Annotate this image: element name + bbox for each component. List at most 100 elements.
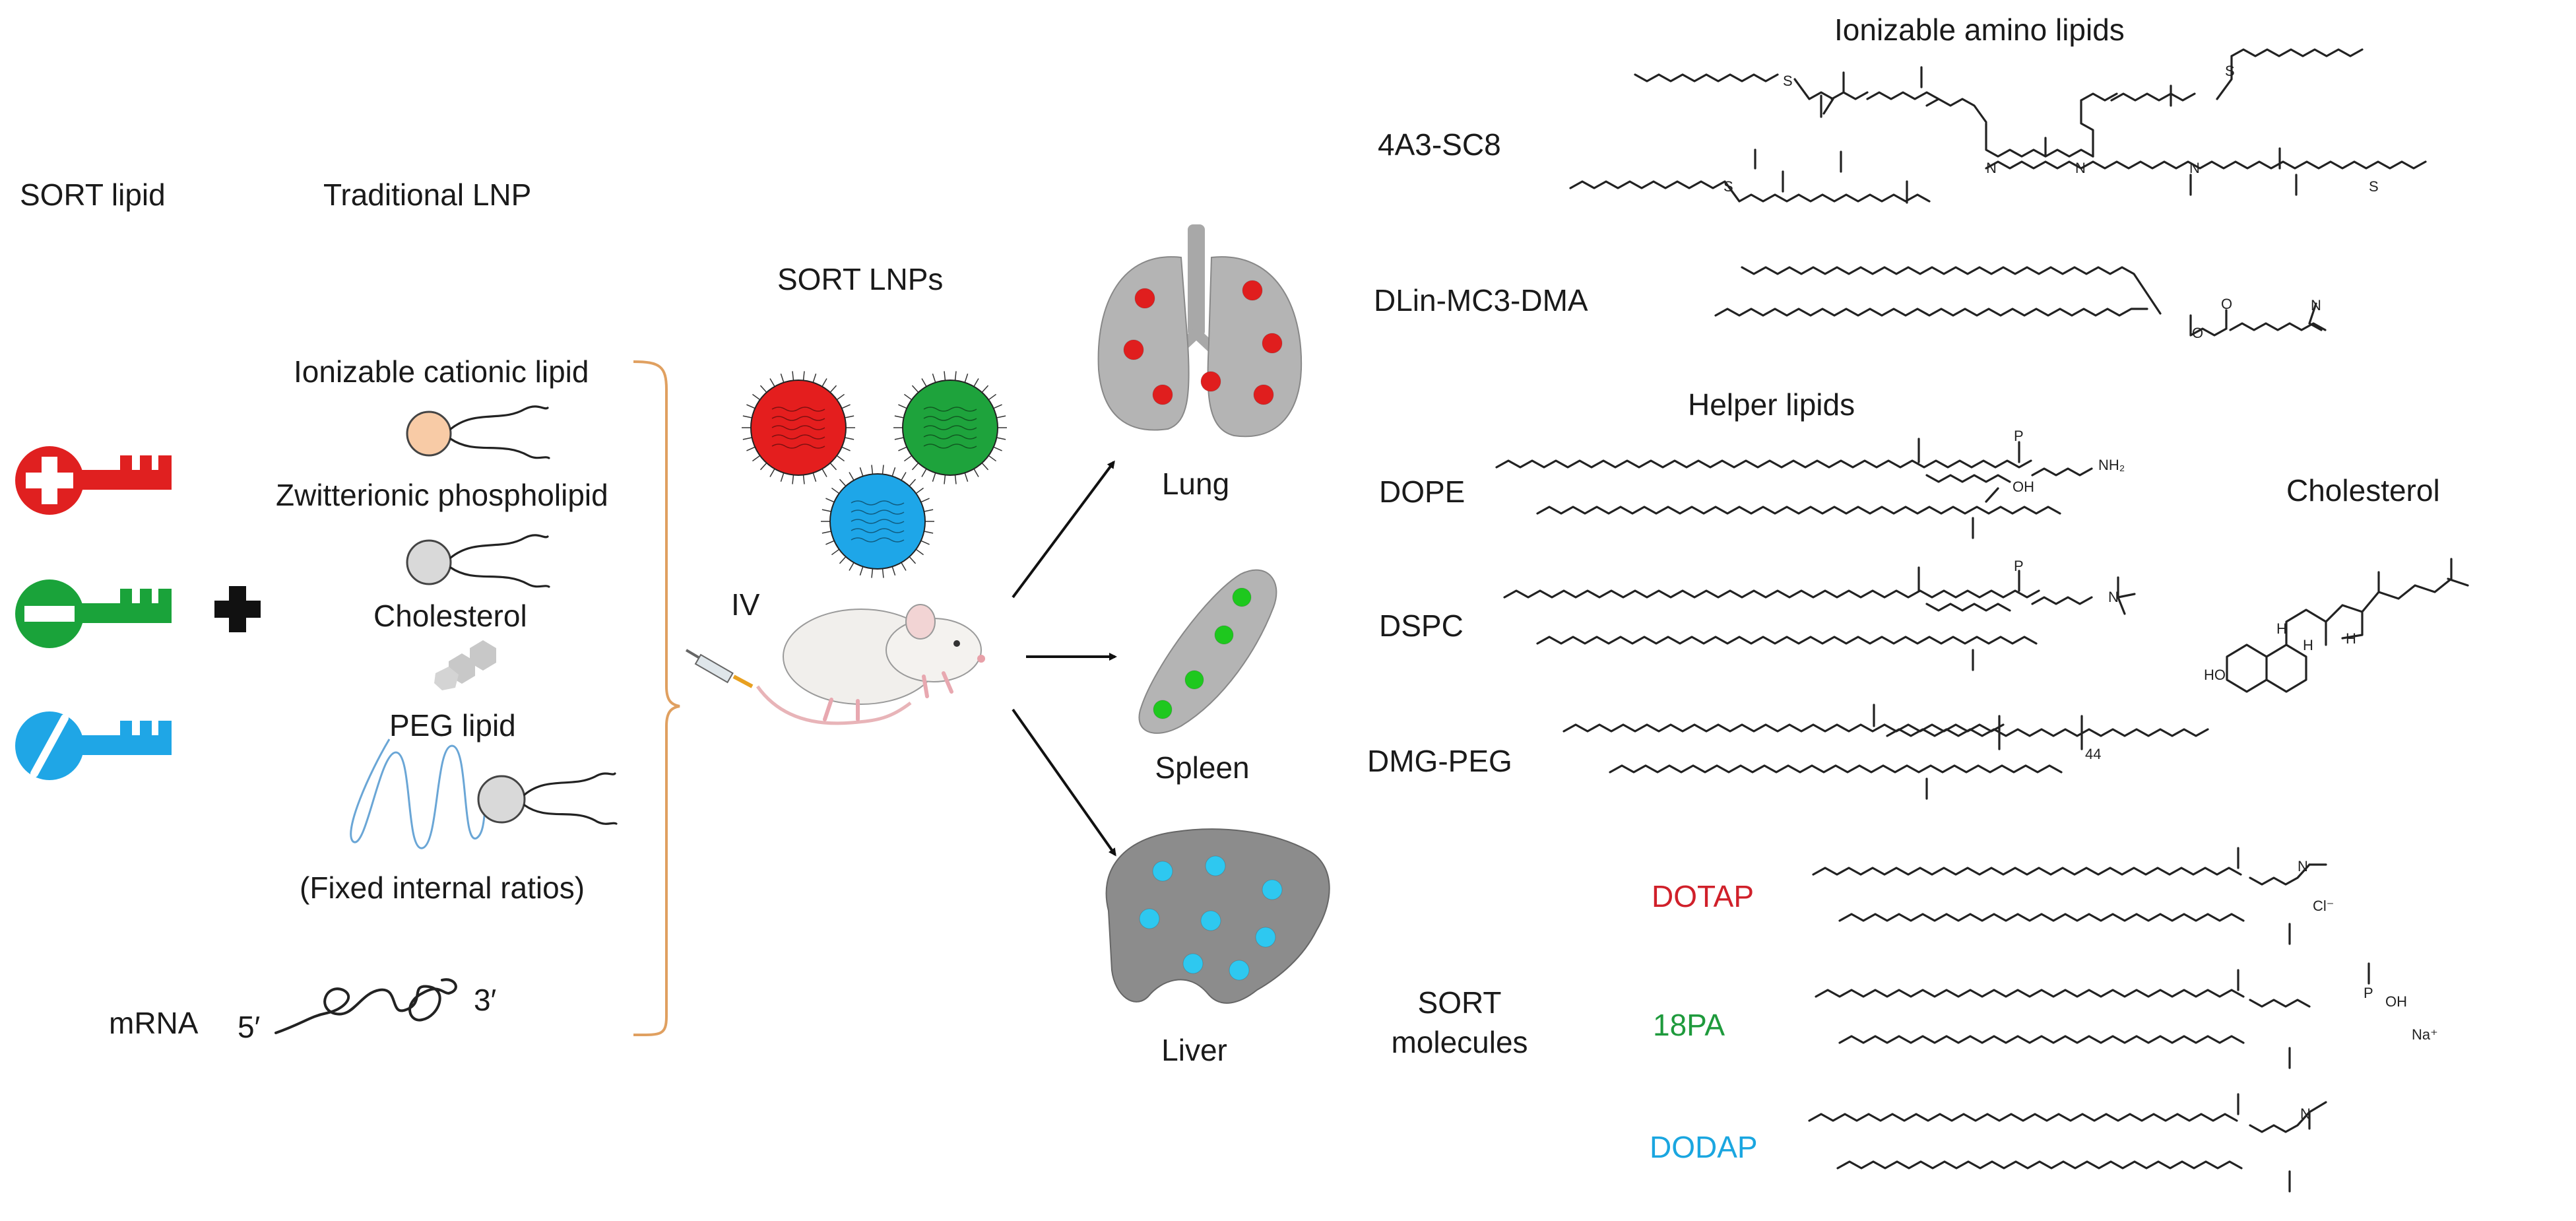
expression-spot bbox=[1182, 953, 1204, 974]
expression-spot bbox=[1184, 670, 1204, 690]
expression-spot bbox=[1153, 700, 1173, 719]
atom-h: H bbox=[2346, 630, 2356, 647]
atom-h: H bbox=[2303, 637, 2313, 653]
expression-spot bbox=[1232, 587, 1252, 607]
lipid-name-dspc: DSPC bbox=[1379, 609, 1464, 643]
route-label: IV bbox=[731, 587, 760, 622]
key-neutral-tooth bbox=[140, 721, 152, 738]
atom-n: N bbox=[2108, 589, 2119, 605]
structure-4a3-sc8: S S S S N N N bbox=[1569, 48, 2427, 204]
sort-molecule-dodap: DODAP bbox=[1650, 1130, 1758, 1164]
structure-cholesterol: HO H H H bbox=[2204, 558, 2469, 693]
plus-icon bbox=[214, 586, 261, 632]
atom-s: S bbox=[1783, 73, 1793, 89]
expression-spot bbox=[1139, 908, 1160, 929]
lipid-name-4a3-sc8: 4A3-SC8 bbox=[1378, 127, 1501, 162]
organ-label-lung: Lung bbox=[1161, 467, 1230, 501]
key-negative-icon bbox=[15, 579, 172, 648]
key-negative-shaft bbox=[79, 603, 172, 623]
key-positive-tooth bbox=[158, 455, 172, 473]
organ-label-spleen: Spleen bbox=[1155, 750, 1250, 785]
key-negative-tooth bbox=[140, 589, 152, 606]
component-label-ionizable: Ionizable cationic lipid bbox=[294, 354, 589, 389]
structure-dmg-peg: 44 bbox=[1562, 704, 2209, 800]
atom-o: O bbox=[2221, 296, 2232, 312]
expression-spot bbox=[1214, 625, 1234, 645]
lung-spots bbox=[1123, 280, 1283, 405]
peg-repeat-count: 44 bbox=[2085, 746, 2101, 762]
key-negative-tooth bbox=[120, 589, 132, 606]
atom-na: Na⁺ bbox=[2412, 1026, 2438, 1043]
grouping-bracket bbox=[633, 360, 680, 1037]
key-neutral-icon bbox=[15, 711, 172, 780]
lipid-name-dmg-peg: DMG-PEG bbox=[1367, 744, 1512, 778]
ionizable-lipid-icon bbox=[406, 405, 550, 459]
syringe-icon bbox=[685, 649, 754, 688]
atom-n: N bbox=[2300, 1106, 2311, 1122]
atom-h: H bbox=[2276, 620, 2287, 637]
key-positive-tooth bbox=[140, 455, 152, 473]
key-positive-tooth bbox=[120, 455, 132, 473]
sort-lnps-heading: SORT LNPs bbox=[777, 262, 944, 296]
expression-spot bbox=[1200, 371, 1221, 392]
nanoparticle-icon bbox=[893, 371, 1007, 484]
expression-spot bbox=[1255, 927, 1276, 948]
arrow-to-lung bbox=[1012, 460, 1115, 599]
mrna-three-prime: 3′ bbox=[474, 983, 497, 1017]
sort-molecule-18pa: 18PA bbox=[1653, 1008, 1725, 1042]
traditional-lnp-heading: Traditional LNP bbox=[323, 178, 532, 212]
atom-n: N bbox=[2298, 858, 2308, 874]
structure-dspc: P N bbox=[1503, 558, 2136, 671]
minus-sign-icon bbox=[24, 606, 75, 622]
atom-n: N bbox=[2189, 160, 2200, 176]
expression-spot bbox=[1262, 333, 1283, 354]
cholesterol-icon bbox=[434, 640, 496, 690]
atom-n: N bbox=[1986, 160, 1997, 176]
lipid-name-dlin-mc3-dma: DLin-MC3-DMA bbox=[1374, 283, 1588, 317]
spleen-spots bbox=[1153, 587, 1252, 719]
atom-ho: HO bbox=[2204, 667, 2226, 683]
cholesterol-heading: Cholesterol bbox=[2286, 473, 2440, 508]
atom-n: N bbox=[2311, 297, 2321, 314]
mrna-label: mRNA bbox=[109, 1006, 199, 1040]
key-neutral-tooth bbox=[158, 721, 172, 738]
expression-spot bbox=[1205, 855, 1226, 876]
expression-spot bbox=[1229, 960, 1250, 981]
atom-p: P bbox=[2014, 558, 2024, 574]
component-label-cholesterol: Cholesterol bbox=[373, 599, 527, 633]
nanoparticle-icon bbox=[821, 465, 934, 578]
plus-sign-icon bbox=[26, 473, 73, 488]
ratio-note: (Fixed internal ratios) bbox=[300, 871, 585, 905]
peg-lipid-icon bbox=[350, 739, 618, 849]
helper-heading: Helper lipids bbox=[1688, 387, 1855, 422]
phospholipid-icon bbox=[406, 534, 550, 588]
atom-s: S bbox=[2369, 178, 2379, 195]
nanoparticle-group bbox=[742, 371, 1007, 578]
sort-molecule-dotap: DOTAP bbox=[1652, 879, 1755, 913]
component-label-phospholipid: Zwitterionic phospholipid bbox=[276, 478, 608, 512]
liver-spots bbox=[1139, 855, 1283, 981]
key-positive-icon bbox=[15, 446, 172, 515]
component-label-peg: PEG lipid bbox=[389, 708, 516, 742]
expression-spot bbox=[1152, 384, 1173, 405]
atom-nh2: NH₂ bbox=[2098, 457, 2125, 473]
structure-dlin-mc3-dma: O O N bbox=[1714, 266, 2327, 341]
structure-dotap: N Cl⁻ bbox=[1812, 847, 2334, 945]
atom-cl: Cl⁻ bbox=[2313, 898, 2334, 914]
expression-spot bbox=[1123, 339, 1144, 360]
mrna-five-prime: 5′ bbox=[238, 1010, 261, 1044]
arrow-to-liver bbox=[1012, 708, 1116, 857]
slash-sign-icon bbox=[30, 714, 69, 777]
key-neutral-shaft bbox=[79, 735, 172, 755]
atom-oh: OH bbox=[2385, 993, 2407, 1010]
structure-18pa: P OH Na⁺ bbox=[1815, 962, 2438, 1069]
spleen-icon bbox=[1138, 569, 1277, 734]
atom-s: S bbox=[1723, 178, 1733, 195]
expression-spot bbox=[1253, 384, 1274, 405]
expression-spot bbox=[1242, 280, 1263, 301]
atom-p: P bbox=[2364, 985, 2373, 1001]
atom-oh: OH bbox=[2012, 478, 2034, 495]
